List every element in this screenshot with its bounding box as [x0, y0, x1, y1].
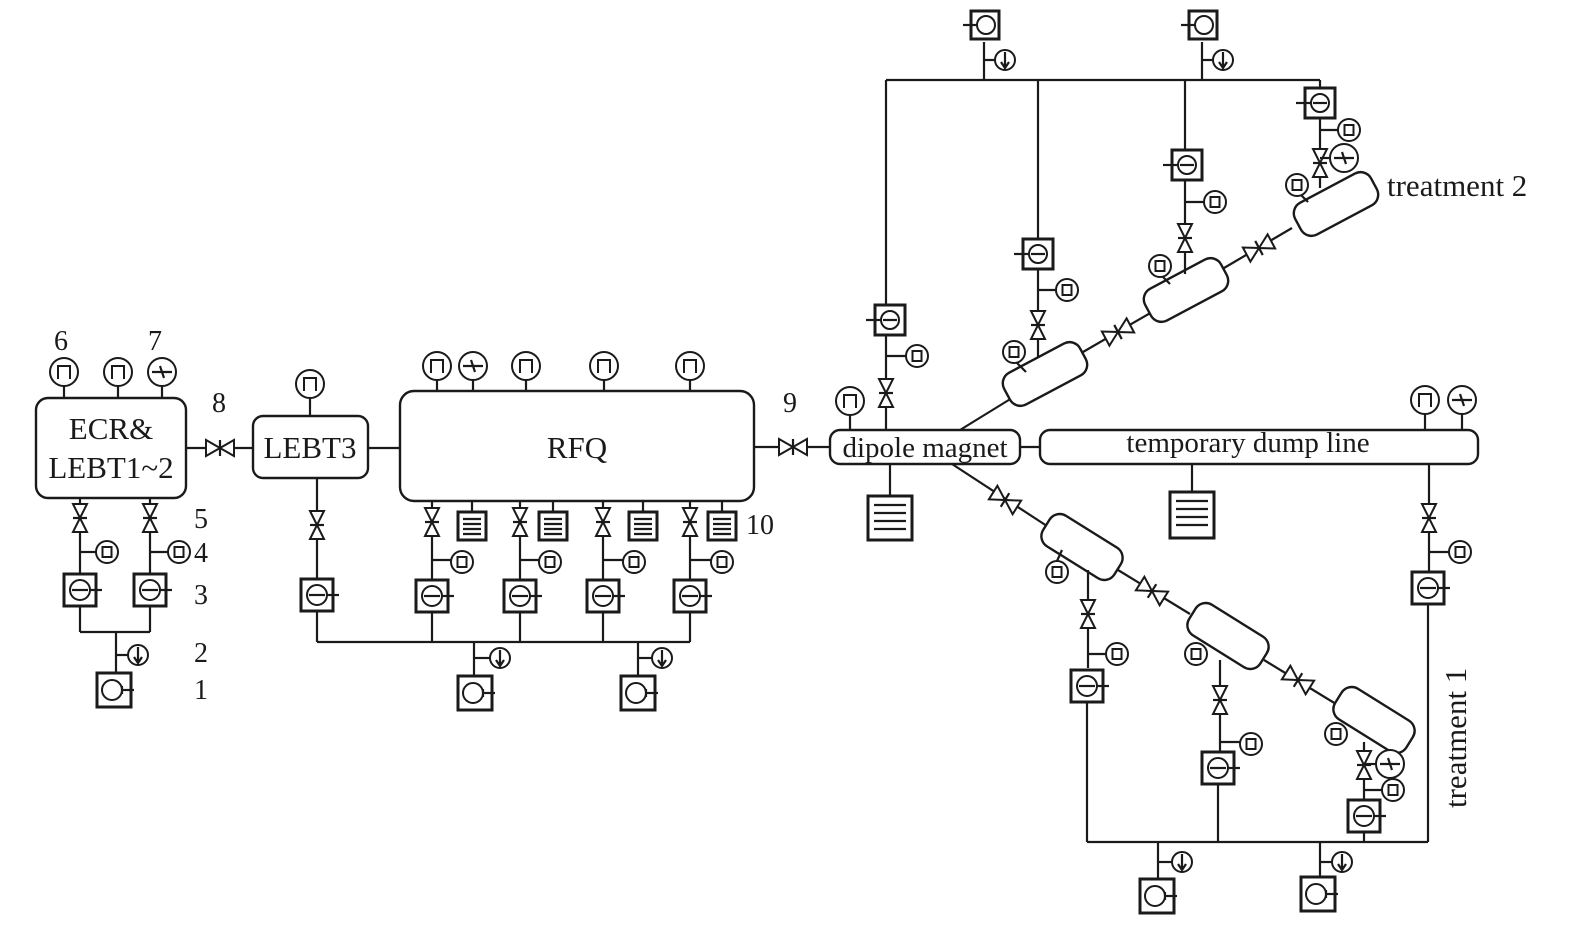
dump-line-label: temporary dump line — [1126, 427, 1369, 459]
callout-10: 10 — [746, 510, 774, 541]
callout-9: 9 — [783, 388, 797, 419]
callout-2: 2 — [194, 638, 208, 669]
dipole-ion-pump — [866, 494, 914, 542]
ecr-label-line1: ECR& — [69, 411, 153, 446]
treatment1-branch — [951, 463, 1428, 915]
callout-8: 8 — [212, 388, 226, 419]
callout-4: 4 — [194, 538, 208, 569]
dipole-label: dipole magnet — [842, 432, 1007, 464]
treatment1-label: treatment 1 — [1438, 668, 1473, 808]
treatment2-label: treatment 2 — [1387, 168, 1527, 203]
callout-6: 6 — [54, 326, 68, 357]
dump-line-section: temporary dump line — [1038, 384, 1480, 842]
treatment2-branch — [886, 9, 1380, 431]
dump-ion-pump — [1168, 490, 1216, 540]
callout-5: 5 — [194, 504, 208, 535]
ecr-lebt-section: ECR& LEBT1~2 — [34, 356, 253, 709]
lebt3-section: LEBT3 — [251, 369, 400, 613]
dipole-section: dipole magnet — [828, 80, 1040, 542]
rfq-label: RFQ — [547, 430, 607, 465]
rfq-section: RFQ — [315, 350, 830, 712]
ecr-label-line2: LEBT1~2 — [48, 450, 173, 485]
dump-line-box — [1038, 428, 1480, 466]
callout-7: 7 — [148, 326, 162, 357]
lebt3-label: LEBT3 — [264, 430, 357, 465]
callout-3: 3 — [194, 580, 208, 611]
callout-1: 1 — [194, 675, 208, 706]
